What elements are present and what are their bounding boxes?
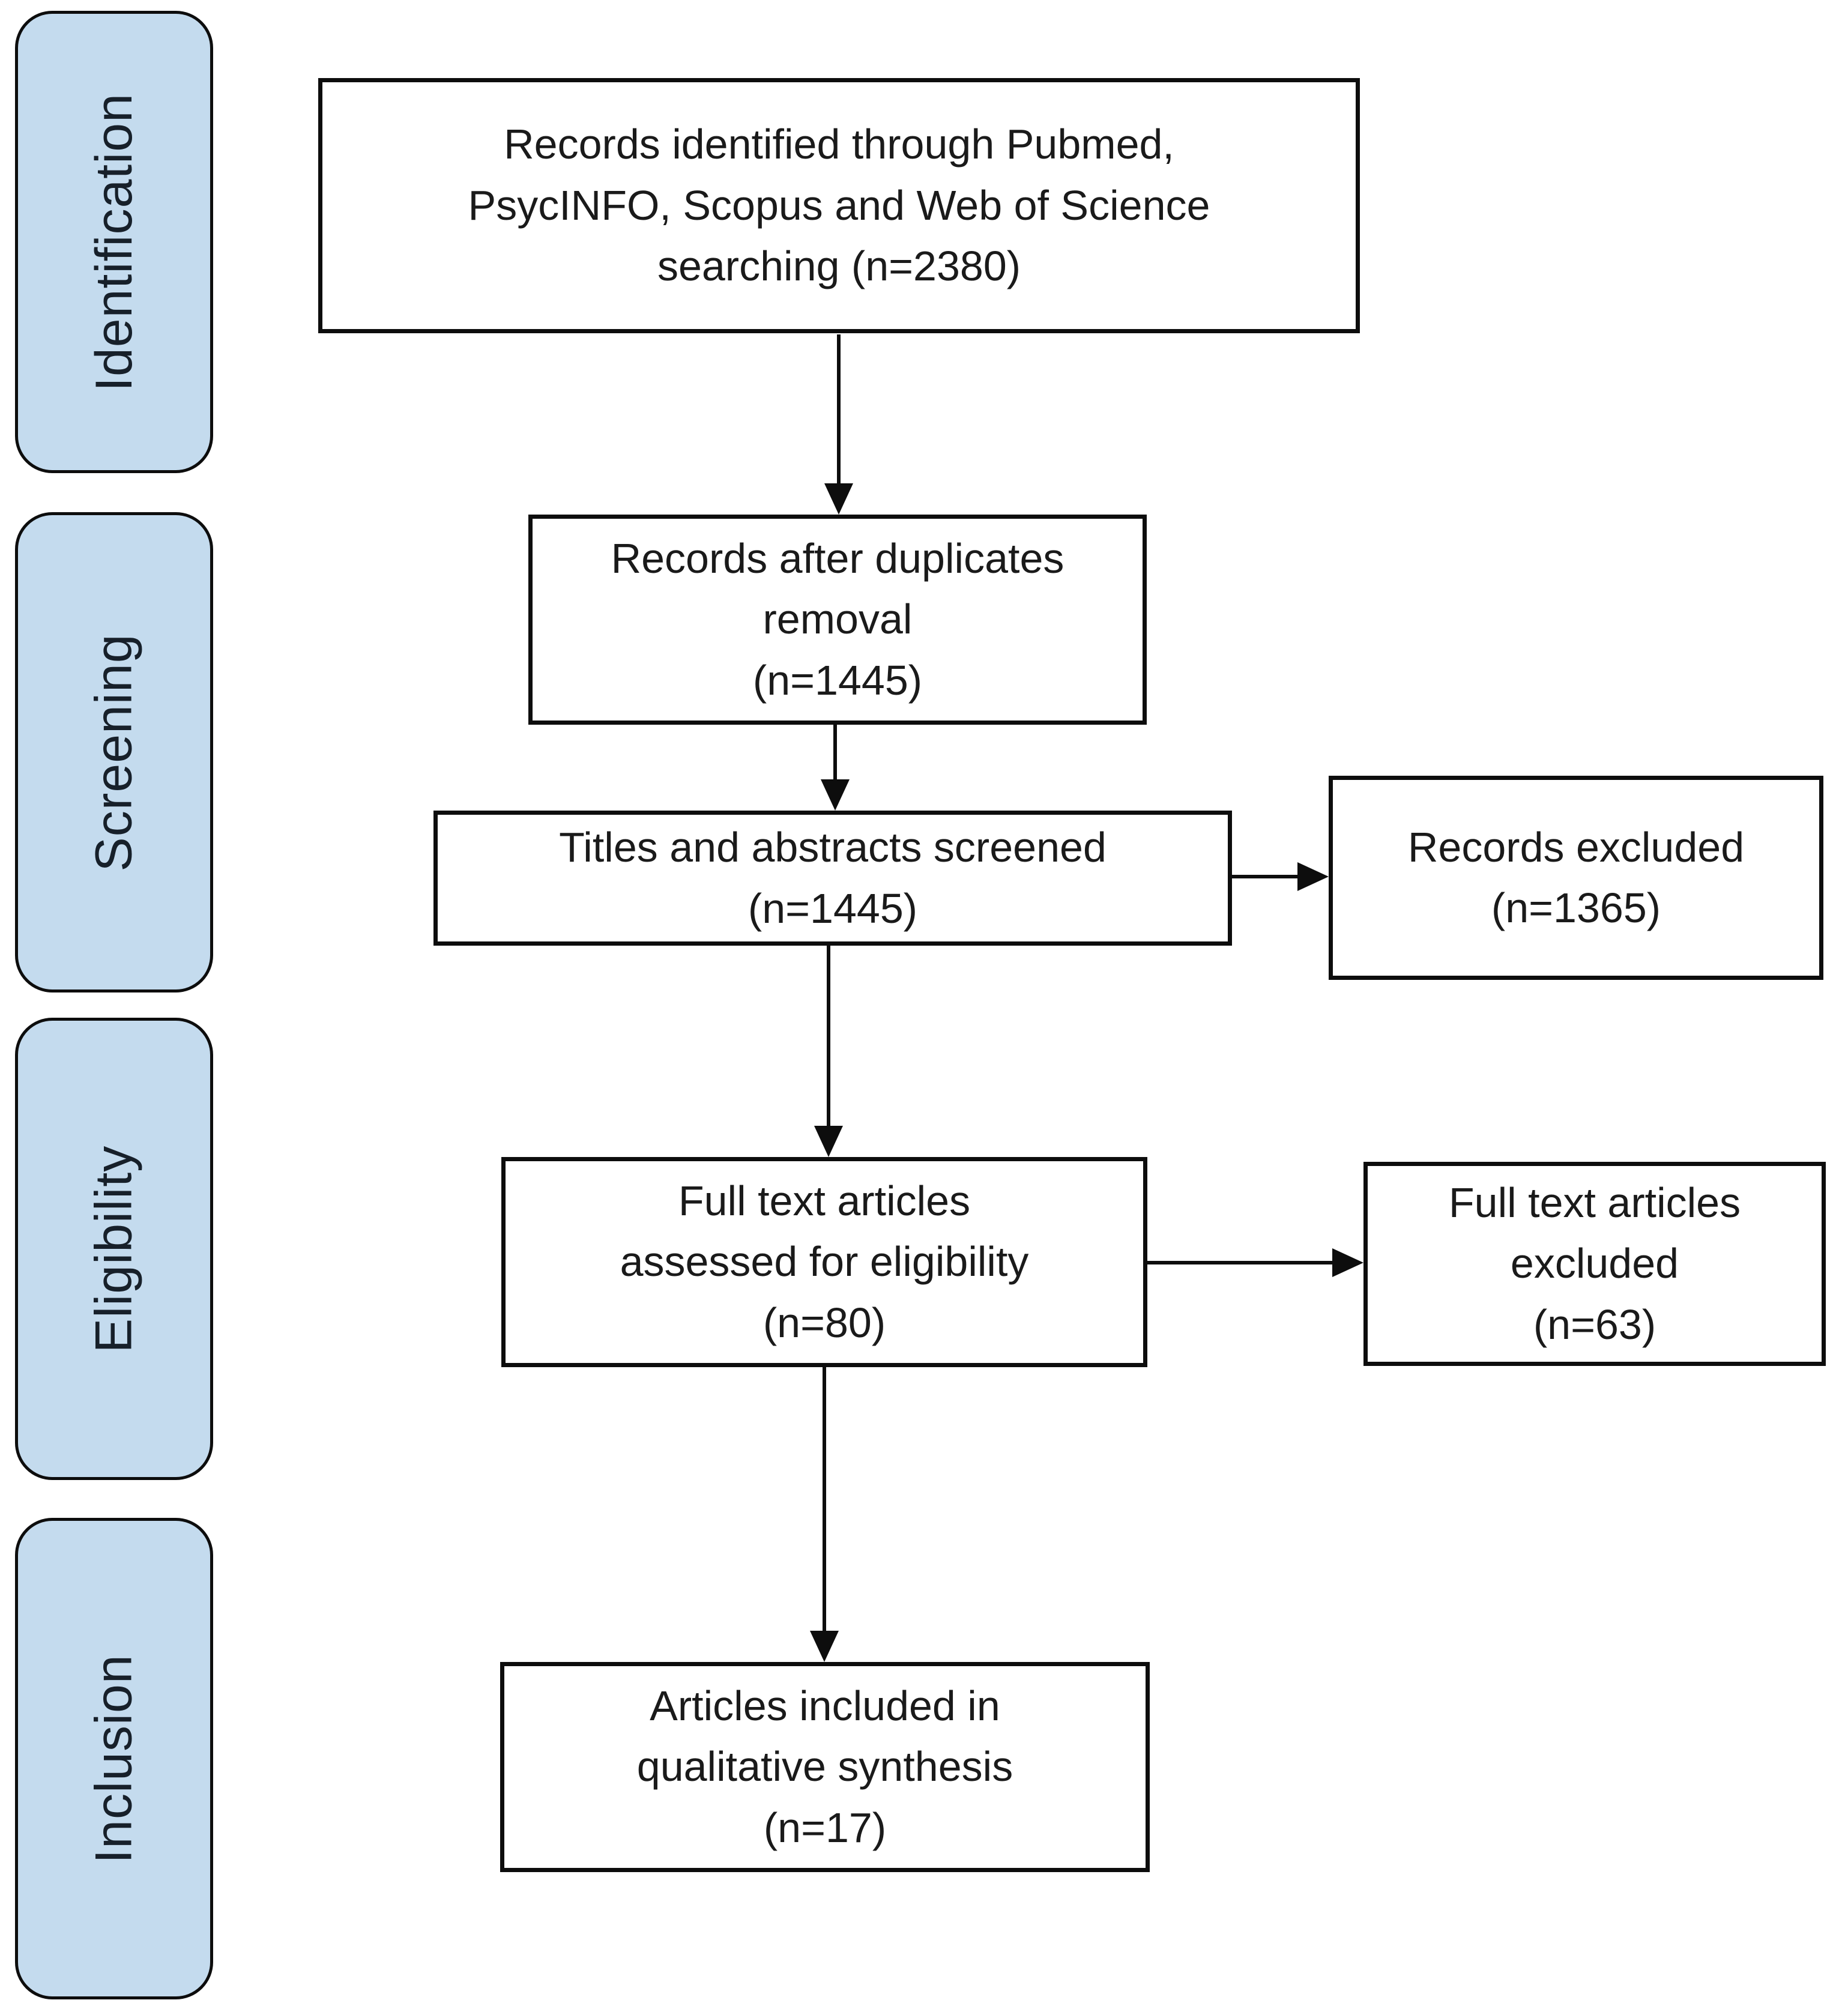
arrow-identified-to-duplicates-line (837, 334, 841, 485)
box-full-text-assessed: Full text articles assessed for eligibil… (501, 1157, 1147, 1367)
arrow-assessed-to-included-line (823, 1367, 826, 1632)
stage-identification-label: Identification (85, 92, 143, 391)
arrowhead-right-icon (1297, 862, 1329, 891)
box-records-identified: Records identified through Pubmed, PsycI… (318, 78, 1360, 333)
box-records-excluded-text: Records excluded (n=1365) (1407, 823, 1745, 932)
box-full-text-excluded-text: Full text articles excluded (n=63) (1448, 1179, 1741, 1348)
arrowhead-down-icon (814, 1126, 843, 1157)
box-records-after-duplicates: Records after duplicates removal (n=1445… (528, 515, 1147, 725)
arrow-assessed-to-full-text-excluded-line (1147, 1261, 1335, 1264)
stage-screening-label: Screening (85, 633, 143, 872)
box-records-identified-text: Records identified through Pubmed, PsycI… (468, 121, 1210, 290)
arrowhead-down-icon (821, 779, 850, 811)
stage-inclusion: Inclusion (15, 1518, 213, 1999)
stage-eligibility: Eligibility (15, 1018, 213, 1480)
stage-eligibility-label: Eligibility (85, 1145, 143, 1353)
box-full-text-assessed-text: Full text articles assessed for eligibil… (620, 1177, 1029, 1346)
box-articles-included: Articles included in qualitative synthes… (500, 1662, 1150, 1872)
arrowhead-down-icon (824, 483, 853, 515)
box-full-text-excluded: Full text articles excluded (n=63) (1363, 1162, 1826, 1366)
arrow-screened-to-assessed-line (827, 946, 830, 1127)
box-titles-abstracts-screened: Titles and abstracts screened (n=1445) (433, 811, 1232, 946)
box-titles-abstracts-screened-text: Titles and abstracts screened (n=1445) (559, 824, 1107, 932)
arrowhead-right-icon (1332, 1248, 1363, 1277)
arrow-duplicates-to-screened-line (833, 725, 837, 782)
box-articles-included-text: Articles included in qualitative synthes… (636, 1682, 1013, 1851)
stage-inclusion-label: Inclusion (85, 1654, 143, 1864)
arrowhead-down-icon (810, 1631, 839, 1662)
box-records-after-duplicates-text: Records after duplicates removal (n=1445… (611, 534, 1064, 704)
arrow-screened-to-records-excluded-line (1232, 875, 1301, 878)
stage-identification: Identification (15, 11, 213, 473)
stage-screening: Screening (15, 512, 213, 992)
box-records-excluded: Records excluded (n=1365) (1329, 776, 1823, 980)
